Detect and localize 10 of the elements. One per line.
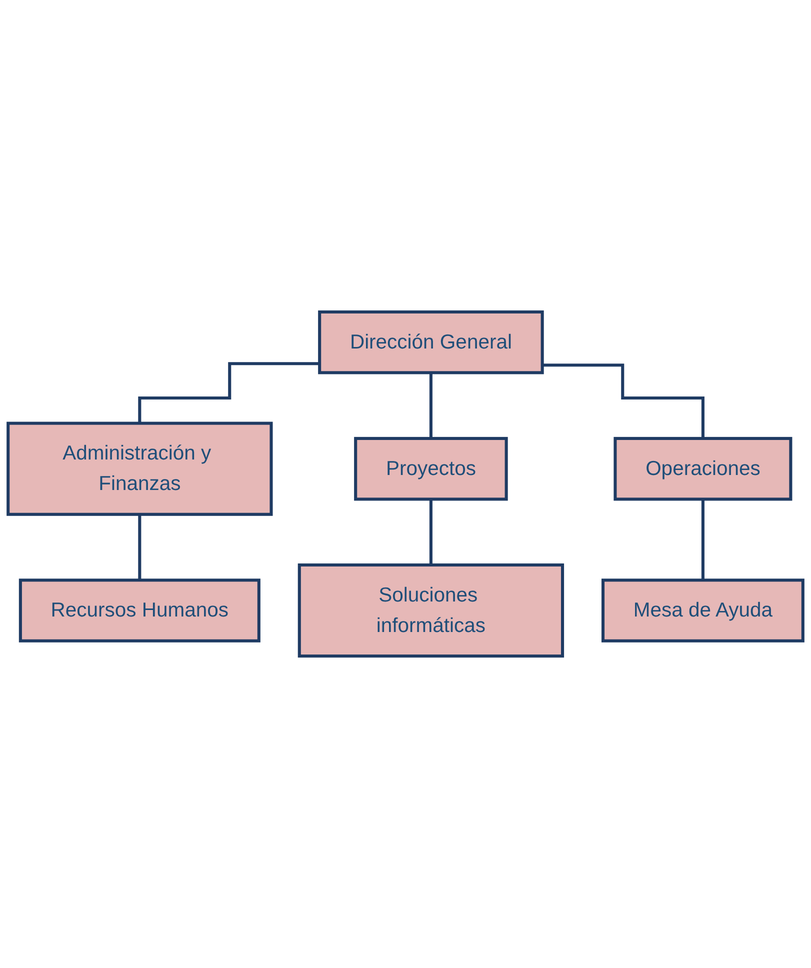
node-box: Recursos Humanos (18, 578, 260, 642)
node-box: Operaciones (614, 436, 792, 501)
connector (429, 371, 432, 440)
connector (429, 498, 432, 566)
node-box: Mesa de Ayuda (601, 578, 804, 642)
node-box: Soluciones informáticas (298, 563, 564, 658)
node-box: Dirección General (318, 310, 544, 374)
node-box: Proyectos (354, 436, 508, 501)
connector (542, 364, 704, 440)
node-box: Administración y Finanzas (6, 422, 273, 516)
